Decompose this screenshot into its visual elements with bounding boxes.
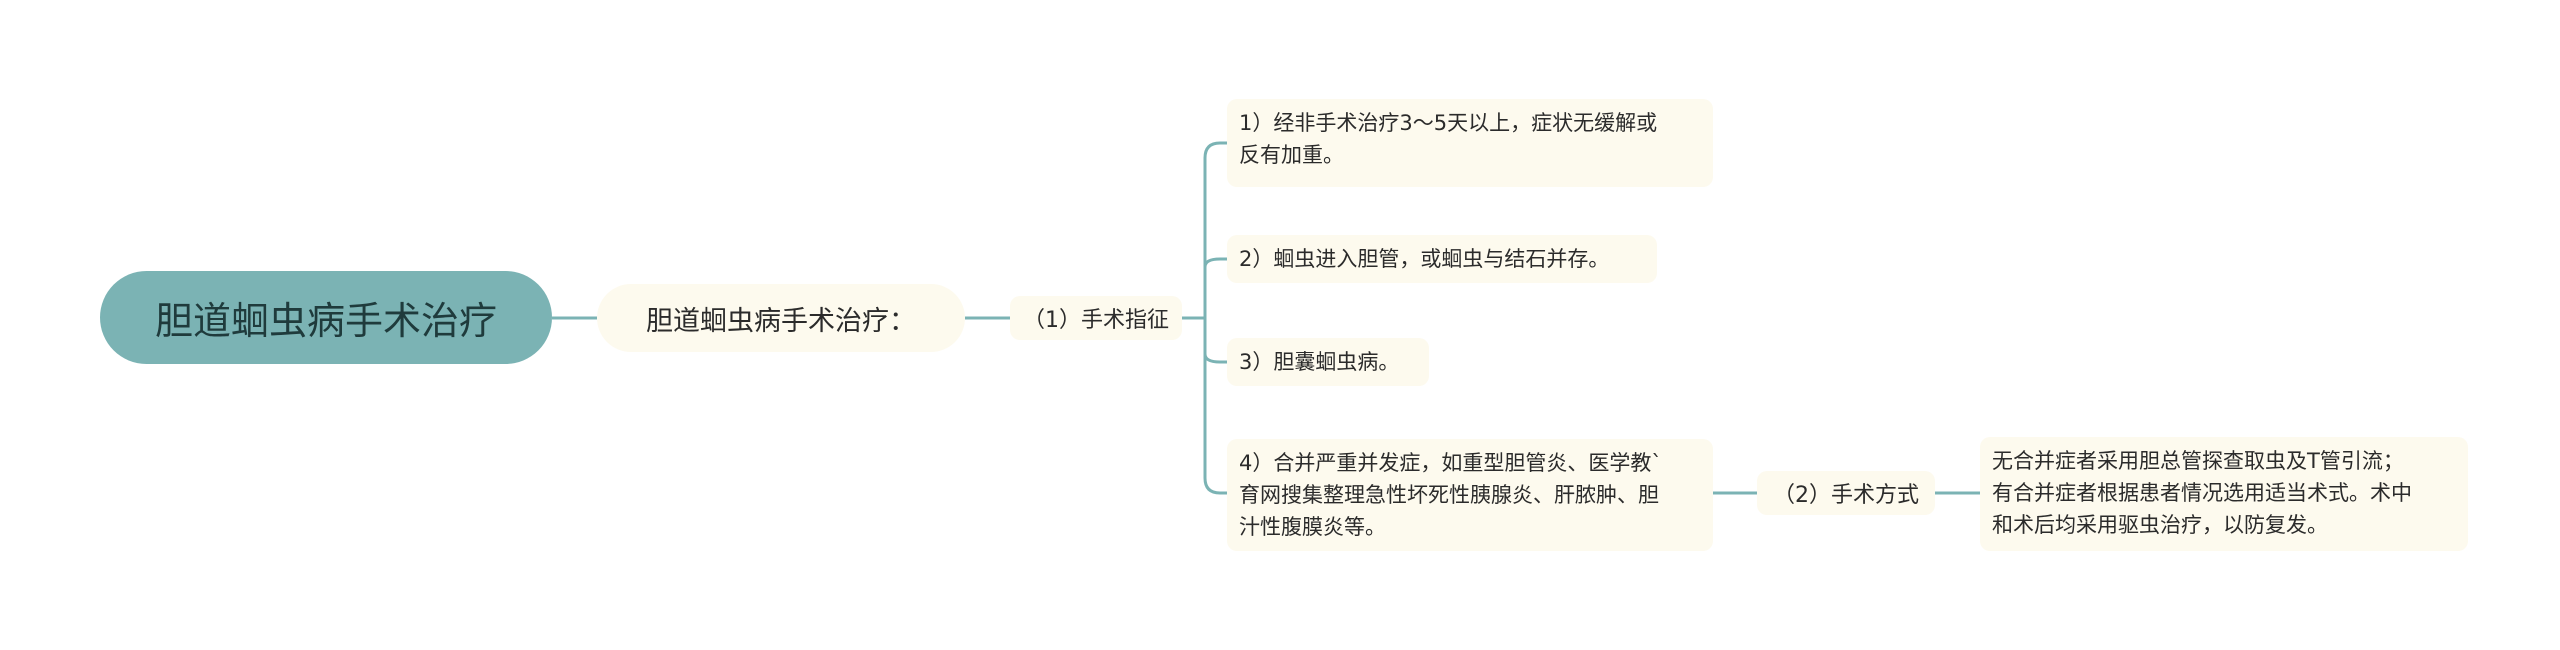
indication-item-3[interactable]: 3）胆囊蛔虫病。 xyxy=(1227,338,1429,386)
indication-item-4[interactable]: 4）合并严重并发症，如重型胆管炎、医学教` 育网搜集整理急性坏死性胰腺炎、肝脓肿… xyxy=(1227,439,1713,551)
indication-item-4-line-3: 汁性腹膜炎等。 xyxy=(1239,515,1386,539)
indication-item-1-line-1: 1）经非手术治疗3～5天以上，症状无缓解或 xyxy=(1239,111,1658,135)
connector-leaf-4 xyxy=(1203,477,1227,495)
indication-item-3-line-1: 3）胆囊蛔虫病。 xyxy=(1239,350,1400,374)
indication-item-2-line-1: 2）蛔虫进入胆管，或蛔虫与结石并存。 xyxy=(1239,247,1610,271)
indication-item-1-line-2: 反有加重。 xyxy=(1239,143,1344,167)
indication-item-4-line-2: 育网搜集整理急性坏死性胰腺炎、肝脓肿、胆 xyxy=(1239,483,1659,507)
method-node[interactable]: （2）手术方式 xyxy=(1757,471,1935,515)
branch-node[interactable]: 胆道蛔虫病手术治疗： xyxy=(597,284,965,352)
root-node[interactable]: 胆道蛔虫病手术治疗 xyxy=(100,271,552,364)
method-node-label: （2）手术方式 xyxy=(1773,483,1919,508)
method-detail-line-2: 有合并症者根据患者情况选用适当术式。术中 xyxy=(1992,481,2412,505)
method-detail-line-3: 和术后均采用驱虫治疗，以防复发。 xyxy=(1992,513,2328,537)
connector-leaf-2 xyxy=(1203,257,1227,268)
root-node-label: 胆道蛔虫病手术治疗 xyxy=(154,299,497,343)
indication-node[interactable]: （1）手术指征 xyxy=(1010,296,1182,340)
connector-leaf-3 xyxy=(1203,353,1227,364)
method-detail-line-1: 无合并症者采用胆总管探查取虫及T管引流； xyxy=(1992,449,2404,473)
method-detail[interactable]: 无合并症者采用胆总管探查取虫及T管引流； 有合并症者根据患者情况选用适当术式。术… xyxy=(1980,437,2468,551)
connector-leaf-1 xyxy=(1203,141,1227,159)
indication-item-1[interactable]: 1）经非手术治疗3～5天以上，症状无缓解或 反有加重。 xyxy=(1227,99,1713,187)
indication-node-label: （1）手术指征 xyxy=(1023,308,1169,333)
indication-item-4-line-1: 4）合并严重并发症，如重型胆管炎、医学教` xyxy=(1239,451,1662,475)
indication-item-2[interactable]: 2）蛔虫进入胆管，或蛔虫与结石并存。 xyxy=(1227,235,1657,283)
branch-node-label: 胆道蛔虫病手术治疗： xyxy=(646,305,916,337)
